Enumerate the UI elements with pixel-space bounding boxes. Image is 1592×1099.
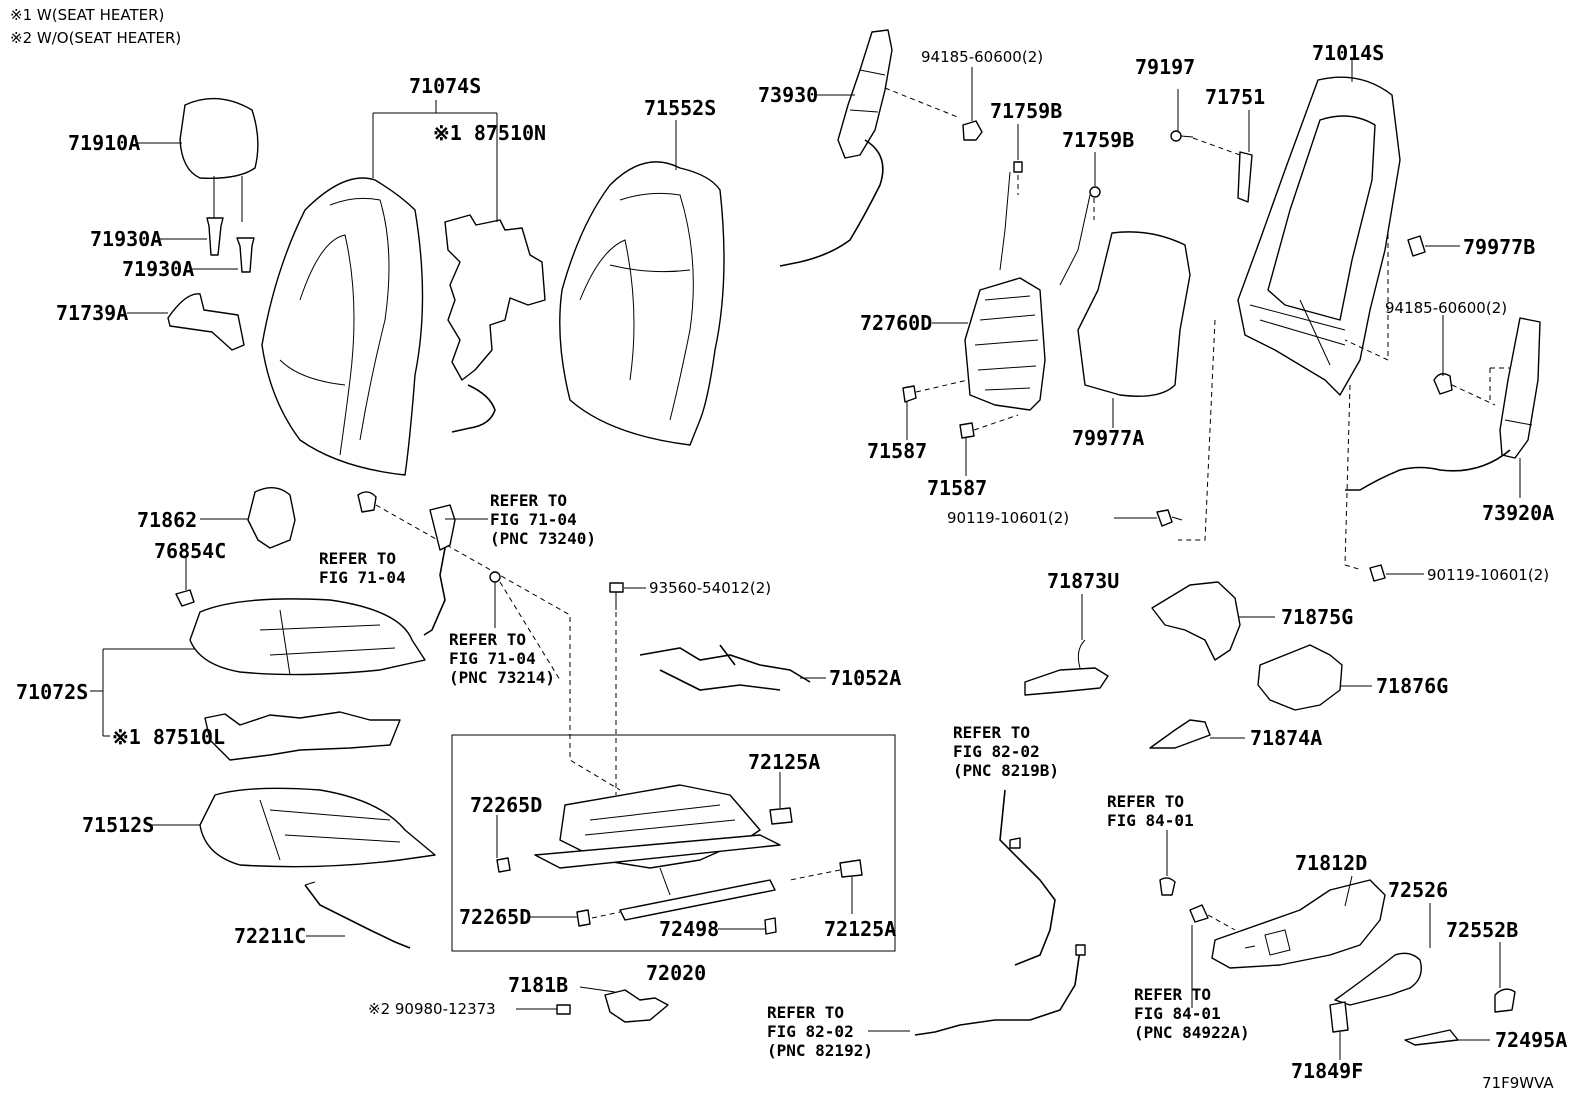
side-airbag-73930-drawing [779, 29, 983, 267]
label-headrest-support-1: 71930A [90, 227, 162, 251]
label-cover-72125a-bottom: 72125A [824, 917, 896, 941]
label-cap-72552b: 72552B [1446, 918, 1518, 942]
pad-79977a-drawing [1077, 231, 1191, 397]
bolts-90119-drawing [1156, 509, 1386, 582]
label-cover-71873u: 71873U [1047, 569, 1119, 593]
ref-harness-bottom-1: REFER TO [767, 1003, 844, 1022]
label-clip-71759b-1: 71759B [990, 99, 1062, 123]
label-cover-72495a: 72495A [1495, 1028, 1567, 1052]
label-cover-71862: 71862 [137, 508, 197, 532]
ref-belt-buckle-2: FIG 71-04 [449, 649, 536, 668]
label-bolt-90119-right: 90119-10601(2) [1427, 566, 1549, 584]
label-cover-71751: 71751 [1205, 85, 1265, 109]
note-with-seat-heater: ※1 W(SEAT HEATER) [10, 6, 165, 24]
ref-belt-top-1: REFER TO [490, 491, 567, 510]
label-side-airbag-73930: 73930 [758, 83, 818, 107]
ref-harness-bottom-3: (PNC 82192) [767, 1041, 873, 1060]
label-headrest-support-2: 71930A [122, 257, 194, 281]
seatback-cover-drawing [261, 177, 546, 476]
label-cover-72265d-bottom: 72265D [459, 905, 531, 929]
ref-belt-buckle-3: (PNC 73214) [449, 668, 555, 687]
ref-harness-top-1: REFER TO [953, 723, 1030, 742]
label-pad-79977b: 79977B [1463, 235, 1535, 259]
label-pad-79977a: 79977A [1072, 426, 1144, 450]
note-without-seat-heater: ※2 W/O(SEAT HEATER) [10, 29, 182, 47]
label-lever-71739a: 71739A [56, 301, 128, 325]
cushion-cover-assy-drawing [189, 598, 426, 761]
headrest-drawing [167, 97, 259, 351]
label-clip-71587-1: 71587 [867, 439, 927, 463]
ref-harness-bottom-2: FIG 82-02 [767, 1022, 854, 1041]
cover-7181b-drawing [556, 989, 669, 1023]
ref-belt-top-3: (PNC 73240) [490, 529, 596, 548]
label-nut-94185-top: 94185-60600(2) [921, 48, 1043, 66]
frame-71014s-drawing [1178, 76, 1401, 571]
label-cover-7181b: 7181B [508, 973, 568, 997]
pad-72760d-drawing [902, 161, 1101, 439]
label-plug-90980: ※2 90980-12373 [368, 1000, 496, 1018]
label-cover-71875g: 71875G [1281, 605, 1353, 629]
label-pad-72760d: 72760D [860, 311, 932, 335]
label-shield-71812d: 71812D [1295, 851, 1367, 875]
ref-switch-bottom-3: (PNC 84922A) [1134, 1023, 1250, 1042]
ref-switch-bottom-2: FIG 84-01 [1134, 1004, 1221, 1023]
label-side-airbag-73920a: 73920A [1482, 501, 1554, 525]
label-cover-72265d-top: 72265D [470, 793, 542, 817]
label-adjuster-72020: 72020 [646, 961, 706, 985]
label-cover-71876g: 71876G [1376, 674, 1448, 698]
ref-belt-top-2: FIG 71-04 [490, 510, 577, 529]
ref-belt-left-2: FIG 71-04 [319, 568, 406, 587]
diagram-code: 71F9WVA [1482, 1074, 1554, 1092]
ref-switch-bottom-1: REFER TO [1134, 985, 1211, 1004]
ref-switch-top-1: REFER TO [1107, 792, 1184, 811]
label-headrest: 71910A [68, 131, 140, 155]
label-clip-76854c: 76854C [154, 539, 226, 563]
label-frame-71014s: 71014S [1312, 41, 1384, 65]
label-harness-71052a: 71052A [829, 666, 901, 690]
ref-switch-top-2: FIG 84-01 [1107, 811, 1194, 830]
label-cover-71874a: 71874A [1250, 726, 1322, 750]
ref-belt-left-1: REFER TO [319, 549, 396, 568]
label-seatback-cover-assy: 71074S [409, 74, 481, 98]
label-bolt-93560: 93560-54012(2) [649, 579, 771, 597]
label-nut-94185-right: 94185-60600(2) [1385, 299, 1507, 317]
cover-71873u-drawing [1024, 639, 1109, 696]
screw-79197-drawing [1170, 130, 1253, 203]
label-bolt-90119-left: 90119-10601(2) [947, 509, 1069, 527]
label-cushion-cover: 71512S [82, 813, 154, 837]
label-knob-72526: 72526 [1388, 878, 1448, 902]
label-screw-79197: 79197 [1135, 55, 1195, 79]
label-cover-71849f: 71849F [1291, 1059, 1363, 1083]
seat-side-shield-drawing [1159, 877, 1516, 1046]
ref-harness-top-3: (PNC 8219B) [953, 761, 1059, 780]
label-clip-71587-2: 71587 [927, 476, 987, 500]
covers-71875g-71876g-71874a-drawing [1149, 581, 1343, 749]
ref-harness-top-2: FIG 82-02 [953, 742, 1040, 761]
seatback-cover-center-drawing [559, 161, 725, 446]
label-wire-72211c: 72211C [234, 924, 306, 948]
harness-71052a-drawing [609, 582, 811, 795]
side-airbag-73920a-drawing [1345, 235, 1541, 491]
label-seatback-cover: 71552S [644, 96, 716, 120]
seat-harness-drawing [914, 789, 1086, 1036]
seat-belt-drawing [357, 491, 621, 791]
label-cushion-heater: ※1 87510L [112, 725, 225, 749]
ref-belt-buckle-1: REFER TO [449, 630, 526, 649]
cushion-cover-drawing [199, 787, 436, 949]
cover-71862-drawing [175, 487, 296, 607]
seat-adjuster-72020-drawing [451, 734, 896, 952]
label-stopper-72498: 72498 [659, 917, 719, 941]
label-clip-71759b-2: 71759B [1062, 128, 1134, 152]
label-cover-72125a-top: 72125A [748, 750, 820, 774]
label-cushion-cover-assy: 71072S [16, 680, 88, 704]
label-seatback-heater: ※1 87510N [433, 121, 546, 145]
